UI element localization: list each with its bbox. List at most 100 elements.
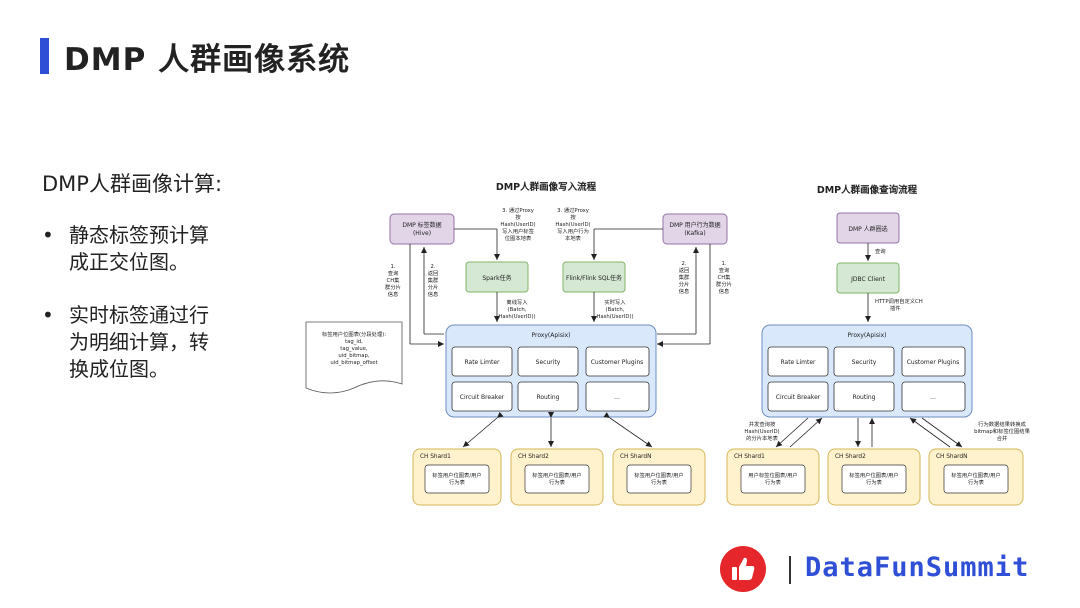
title-accent-bar <box>40 38 49 74</box>
query-shard-n-name: CH ShardN <box>936 454 967 460</box>
thumbs-up-logo-icon <box>720 546 766 592</box>
write-shard-n-table-label: 行为表 <box>651 478 668 486</box>
write-shard-n-name: CH ShardN <box>620 454 651 460</box>
query-proxy-custom-plugins-label: Customer Plugins <box>907 359 960 366</box>
query-shard-2-table-label: 行为表 <box>866 478 883 486</box>
write-proxy-routing <box>517 381 579 412</box>
http-note: 插件 <box>890 304 901 312</box>
svg-text:信息: 信息 <box>428 290 439 298</box>
svg-text:查询: 查询 <box>719 266 730 274</box>
query-merge-note: 行为数据结果转换成 bitmap和标签位图结果 合并 <box>974 420 1030 442</box>
write-shard-2-name: CH Shard2 <box>518 454 549 460</box>
bitmap-table-doc-shape <box>305 321 403 394</box>
svg-text:信息: 信息 <box>679 287 690 295</box>
bullet-line: 实时标签通过行 <box>69 303 209 327</box>
svg-text:3. 通过Proxy: 3. 通过Proxy <box>557 206 589 214</box>
bullet-dot: • <box>42 303 54 327</box>
svg-text:Hash(UserID)): Hash(UserID)) <box>596 314 633 320</box>
query-proxy-security <box>833 346 895 377</box>
write-note-left-return: 2. 返回 集群 分片 信息 <box>428 264 439 298</box>
svg-text:分片: 分片 <box>679 280 690 288</box>
arrow-line <box>462 411 504 448</box>
write-proxy-custom-plugins-label: Customer Plugins <box>591 359 644 366</box>
svg-text:分片: 分片 <box>428 283 439 291</box>
svg-text:uid_bitmap_offset: uid_bitmap_offset <box>330 360 377 366</box>
query-proxy-circuit-breaker <box>767 381 829 412</box>
write-note-batch-left: 离线写入 (Batch, Hash(UserID)) <box>498 298 535 320</box>
write-shard-2-table <box>524 464 590 494</box>
svg-text:(Batch,: (Batch, <box>508 307 527 313</box>
write-flow-title: DMP人群画像写入流程 <box>496 181 597 193</box>
svg-text:本地表: 本地表 <box>565 234 582 242</box>
write-proxy-more-label: ... <box>614 394 620 401</box>
bitmap-table-doc-note: 标签用户位图表(分段处理): tag_id, tag_value, uid_bi… <box>322 330 386 366</box>
query-proxy-routing <box>833 381 895 412</box>
arrow-line <box>921 417 963 448</box>
write-note-left-query: 1. 查询 CH集 群分片 信息 <box>385 264 401 298</box>
svg-text:的分片本地表: 的分片本地表 <box>746 434 778 442</box>
query-label: 查询 <box>875 247 886 255</box>
query-proxy-custom-plugins <box>901 346 966 377</box>
write-shard-2-table-label: 行为表 <box>549 478 566 486</box>
svg-text:tag_value,: tag_value, <box>340 346 368 352</box>
svg-text:查询: 查询 <box>388 269 399 277</box>
bullet-line: 成正交位图。 <box>69 250 189 274</box>
query-shard-2-table <box>841 464 907 494</box>
svg-text:Hash(UserID): Hash(UserID) <box>500 222 535 228</box>
query-proxy-more-label: ... <box>930 394 936 401</box>
query-proxy-circuit-breaker-label: Circuit Breaker <box>776 394 821 401</box>
svg-text:2.: 2. <box>430 264 435 270</box>
svg-text:bitmap和标签位图结果: bitmap和标签位图结果 <box>974 427 1030 435</box>
query-proxy-rate-limiter-label: Rate Limter <box>780 359 816 366</box>
query-shard-1-table-label: 行为表 <box>765 478 782 486</box>
arrow-line <box>775 417 809 448</box>
write-note-top-right: 3. 通过Proxy 按 Hash(UserID) 写入用户行为 本地表 <box>555 206 590 242</box>
query-shard-2-name: CH Shard2 <box>835 454 866 460</box>
svg-text:写入用户标签: 写入用户标签 <box>502 227 534 235</box>
svg-text:CH集: CH集 <box>387 276 401 284</box>
write-proxy-rate-limiter <box>451 346 513 377</box>
svg-text:写入用户行为: 写入用户行为 <box>557 227 589 235</box>
write-proxy-security-label: Security <box>536 359 561 366</box>
svg-text:合并: 合并 <box>997 434 1008 442</box>
svg-text:Hash(UserID)): Hash(UserID)) <box>498 314 535 320</box>
query-shard-2-table-label: 标签用户位图表/用户 <box>849 471 898 479</box>
svg-text:群分片: 群分片 <box>716 280 732 288</box>
svg-text:按: 按 <box>570 213 576 221</box>
write-note-right-return: 2. 返回 集群 分片 信息 <box>679 261 690 295</box>
query-flow-title: DMP人群画像查询流程 <box>817 184 918 196</box>
svg-text:按: 按 <box>515 213 521 221</box>
query-shard-1-table-label: 用户标签位图表/用户 <box>748 471 797 479</box>
write-note-right-query: 1. 查询 CH集 群分片 信息 <box>716 261 732 295</box>
query-proxy-title: Proxy(Apisix) <box>847 332 886 339</box>
write-note-batch-right: 实时写入 (Batch, Hash(UserID)) <box>596 298 633 320</box>
flink-task-label: Flink/Flink SQL任务 <box>566 274 622 282</box>
svg-text:3. 通过Proxy: 3. 通过Proxy <box>502 206 534 214</box>
svg-text:离线写入: 离线写入 <box>506 298 528 306</box>
write-proxy-circuit-breaker <box>451 381 513 412</box>
bullet-line: 静态标签预计算 <box>69 223 209 247</box>
write-shard-1-table-label: 行为表 <box>449 478 466 486</box>
write-shard-1-table <box>424 464 490 494</box>
write-proxy-routing-label: Routing <box>536 394 559 401</box>
svg-text:并发查询按: 并发查询按 <box>749 420 776 428</box>
write-note-top-left: 3. 通过Proxy 按 Hash(UserID) 写入用户标签 位图本地表 <box>500 206 535 242</box>
svg-text:1.: 1. <box>721 261 726 267</box>
write-shard-n-table-label: 标签用户位图表/用户 <box>634 471 683 479</box>
tag-db-node <box>389 213 455 245</box>
svg-text:信息: 信息 <box>388 290 399 298</box>
write-proxy-more <box>585 381 650 412</box>
svg-text:CH集: CH集 <box>718 273 732 281</box>
query-shard-n-table-label: 标签用户位图表/用户 <box>951 471 1000 479</box>
bullet-line: 换成位图。 <box>69 357 169 381</box>
write-proxy-title: Proxy(Apisix) <box>531 332 570 339</box>
query-shard-1-name: CH Shard1 <box>734 454 765 460</box>
query-proxy-more <box>901 381 966 412</box>
query-proxy-rate-limiter <box>767 346 829 377</box>
svg-text:2.: 2. <box>681 261 686 267</box>
write-shard-1-name: CH Shard1 <box>420 454 451 460</box>
write-shard-n-table <box>626 464 692 494</box>
svg-text:群分片: 群分片 <box>385 283 401 291</box>
page-title: DMP 人群画像系统 <box>64 42 351 78</box>
